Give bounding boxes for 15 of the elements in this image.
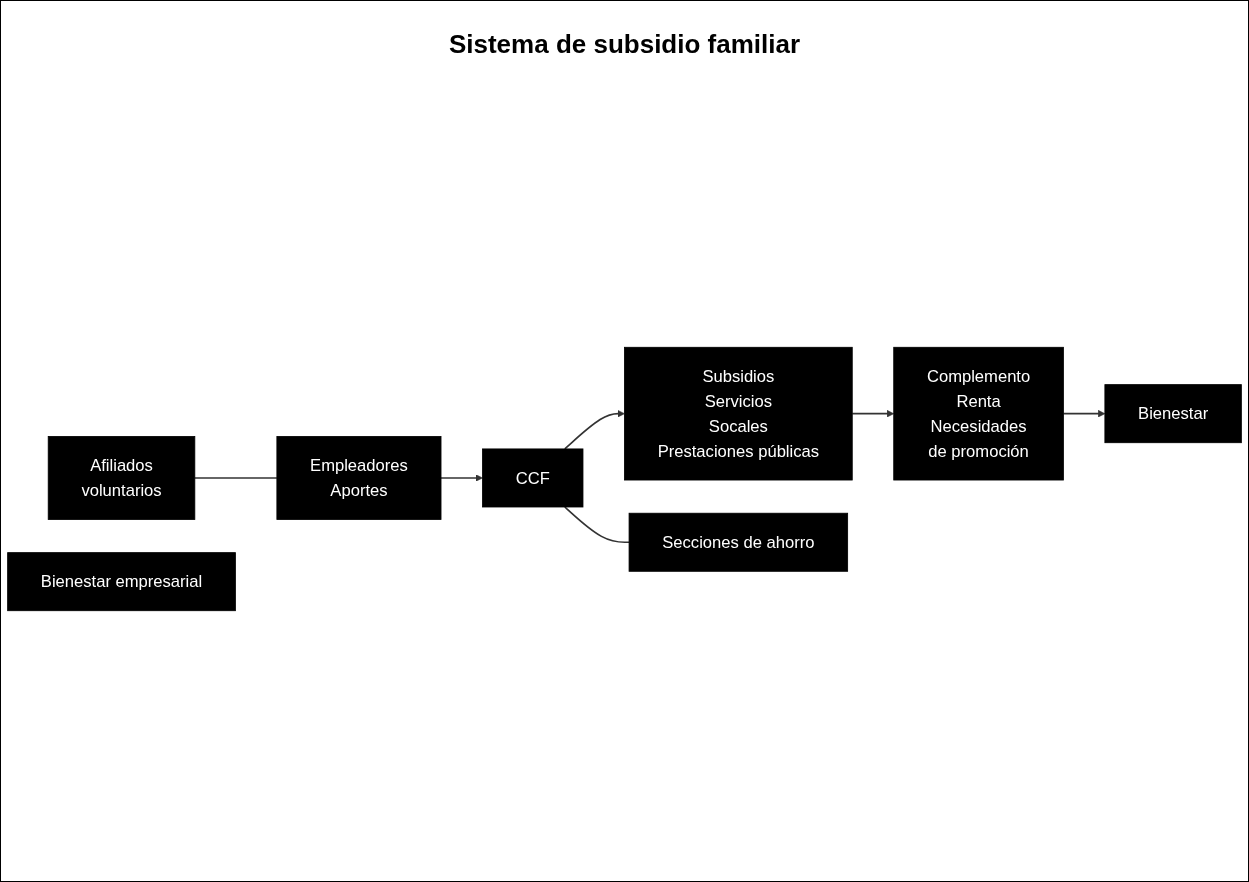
diagram-title: Sistema de subsidio familiar [448,29,801,60]
arrow [851,409,895,417]
connector [194,476,278,479]
arrow [440,473,483,482]
node-box: Subsidios Servicios Socales Prestaciones públicas [624,346,853,480]
node-box: Bienestar empresarial [7,551,236,611]
connector [563,505,630,543]
arrow [563,409,625,450]
arrow [1062,409,1106,417]
node-box: Empleadores Aportes [276,435,442,520]
node-box: Bienestar [1104,383,1242,443]
node-box: CCF [482,448,584,507]
node-box: Secciones de ahorro [628,512,849,572]
node-box: Afiliados voluntarios [47,435,196,520]
node-box: Complemento Renta Necesidades de promoción [893,346,1064,480]
